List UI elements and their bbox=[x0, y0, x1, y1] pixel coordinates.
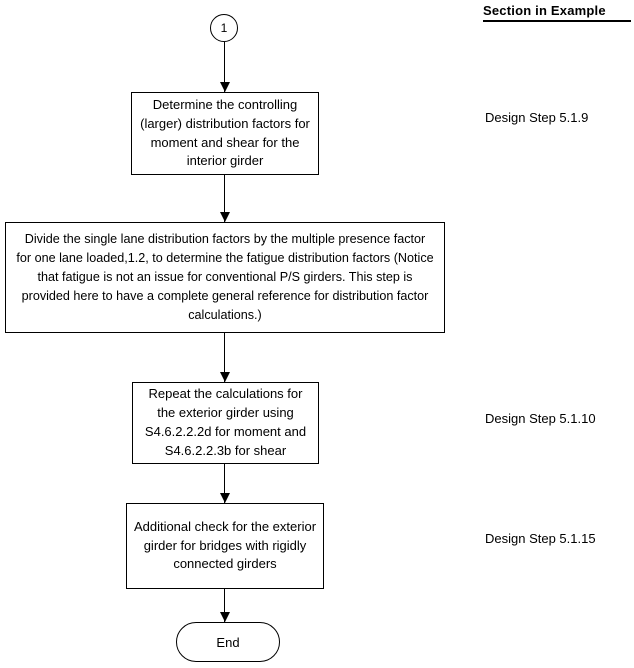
flow-arrowhead-to-end bbox=[220, 612, 230, 622]
process-box-fatigue-distribution-factors-text: Divide the single lane distribution fact… bbox=[16, 232, 434, 322]
flow-line-connector-to-box1 bbox=[224, 42, 225, 92]
flow-arrowhead-to-box4 bbox=[220, 493, 230, 503]
side-label-design-step-5-1-15: Design Step 5.1.15 bbox=[485, 531, 596, 546]
flow-line-box3-to-box4 bbox=[224, 464, 225, 503]
side-label-design-step-5-1-10: Design Step 5.1.10 bbox=[485, 411, 596, 426]
flow-line-box2-to-box3 bbox=[224, 333, 225, 382]
flow-line-box1-to-box2 bbox=[224, 175, 225, 222]
flow-arrowhead-to-box1 bbox=[220, 82, 230, 92]
terminator-end: End bbox=[176, 622, 280, 662]
process-box-rigidly-connected-girders-check: Additional check for the exterior girder… bbox=[126, 503, 324, 589]
process-box-interior-distribution-factors-text: Determine the controlling (larger) distr… bbox=[140, 96, 310, 169]
flow-arrowhead-to-box3 bbox=[220, 372, 230, 382]
side-label-design-step-5-1-9: Design Step 5.1.9 bbox=[485, 110, 589, 125]
process-box-rigidly-connected-girders-check-text: Additional check for the exterior girder… bbox=[133, 518, 317, 572]
terminator-end-label: End bbox=[216, 634, 240, 650]
process-box-exterior-girder-calculations: Repeat the calculations for the exterior… bbox=[132, 382, 319, 464]
section-in-example-header: Section in Example bbox=[483, 3, 631, 22]
flow-line-box4-to-end bbox=[224, 589, 225, 622]
connector-circle-1: 1 bbox=[210, 14, 238, 42]
process-box-interior-distribution-factors: Determine the controlling (larger) distr… bbox=[131, 92, 319, 175]
process-box-fatigue-distribution-factors: Divide the single lane distribution fact… bbox=[5, 222, 445, 333]
connector-circle-label: 1 bbox=[220, 21, 228, 35]
process-box-exterior-girder-calculations-text: Repeat the calculations for the exterior… bbox=[144, 386, 307, 458]
flow-arrowhead-to-box2 bbox=[220, 212, 230, 222]
